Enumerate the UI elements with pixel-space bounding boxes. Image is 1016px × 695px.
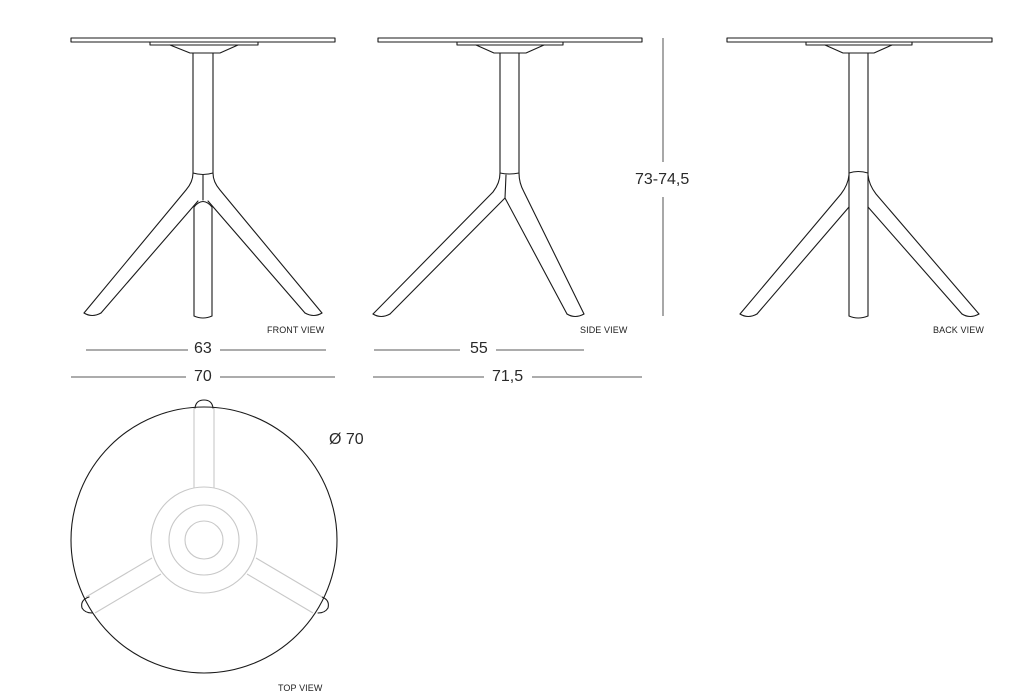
front-view-drawing (70, 37, 336, 319)
top-view-label: TOP VIEW (278, 683, 323, 693)
front-base-width-dimension: 63 (190, 341, 216, 357)
side-base-width-dimension: 55 (466, 341, 492, 357)
side-dimension-lines (373, 349, 642, 378)
side-view-drawing (372, 37, 643, 318)
back-view-drawing (726, 37, 993, 319)
front-top-width-dimension: 70 (190, 369, 216, 385)
side-overall-width-dimension: 71,5 (488, 369, 528, 385)
height-dimension: 73-74,5 (631, 172, 694, 188)
top-view-drawing (70, 399, 338, 674)
back-view-label: BACK VIEW (933, 325, 984, 335)
front-view-label: FRONT VIEW (267, 325, 325, 335)
side-view-label: SIDE VIEW (580, 325, 628, 335)
front-dimension-lines (71, 349, 335, 378)
top-diameter-dimension: Ø 70 (325, 432, 368, 448)
